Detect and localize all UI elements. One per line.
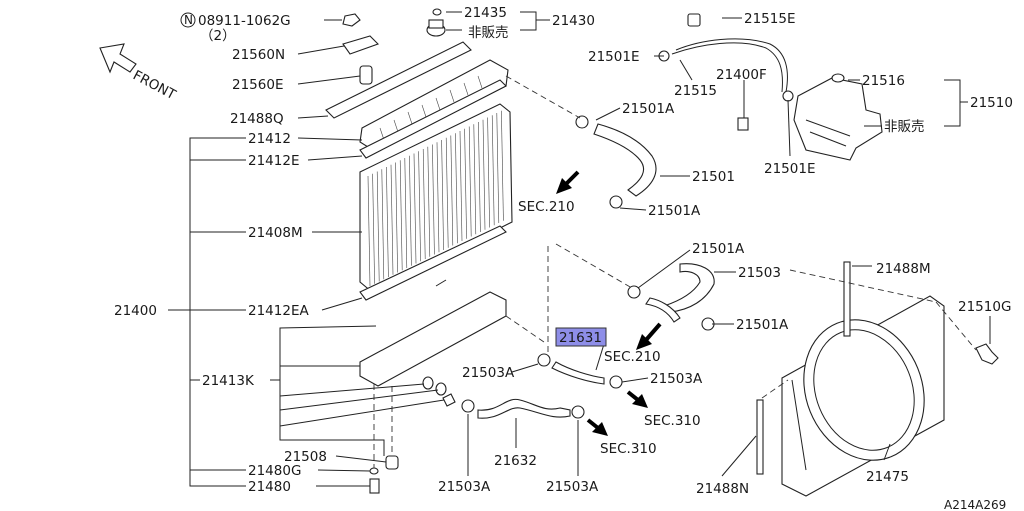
label-08911-qty: （2） [200,28,236,44]
mount-rubber-21508 [385,455,399,470]
label-21413k: 21413K [202,373,255,389]
label-21412ea: 21412EA [248,303,309,319]
reservoir-cap-21516 [831,73,845,83]
label-sec210-a: SEC.210 [518,199,575,215]
label-21501a-c: 21501A [692,241,745,257]
bolt-21510g [975,343,999,365]
seal-strip-21488q [325,41,472,119]
guide-lines [505,75,977,399]
radiator-assembly [325,8,513,494]
label-21508: 21508 [284,449,327,465]
label-21632: 21632 [494,453,537,469]
label-21488n: 21488N [696,481,749,497]
clip-21515e [687,13,701,27]
label-21488q: 21488Q [230,111,284,127]
bolt-21400f [737,117,749,131]
seal-21488n [756,399,764,475]
label-21408m: 21408M [248,225,303,241]
clamp-21503a-3 [461,399,475,413]
section-arrows [556,170,662,436]
label-sec310-a: SEC.310 [644,413,701,429]
label-sec310-b: SEC.310 [600,441,657,457]
label-21515e: 21515E [744,11,795,27]
label-sec210-b: SEC.210 [604,349,661,365]
label-21501a-b: 21501A [648,203,701,219]
label-hihanbai-2: 非販売 [884,119,925,135]
label-21560e: 21560E [232,77,283,93]
clamp-21501a-3 [627,285,641,299]
label-21475: 21475 [866,469,909,485]
clamp-21503a-2 [609,375,623,389]
label-21501a-d: 21501A [736,317,789,333]
bracket-21560n [342,35,380,55]
cap-clip [432,8,442,16]
o-ring [435,382,447,396]
label-21510: 21510 [970,95,1013,111]
reservoir-tank-21510 [737,73,883,161]
gasket-21412ea [359,225,507,301]
clamp-21503a-1 [537,353,551,367]
hose-21631 [537,353,623,389]
highlight-21631 [555,327,607,347]
grommet-21560e [359,65,373,85]
collar-21480g [369,467,379,475]
washer [422,376,434,390]
label-hihanbai-1: 非販売 [468,25,509,41]
label-21400: 21400 [114,303,157,319]
label-21435: 21435 [464,5,507,21]
hose-21632 [461,398,585,419]
label-21560n: 21560N [232,47,285,63]
label-08911-1062g: 08911-1062G [198,13,291,29]
label-21503a-a: 21503A [462,365,515,381]
label-21501e-b: 21501E [764,161,815,177]
label-21510g: 21510G [958,299,1011,315]
upper-hose-21501 [575,115,657,209]
label-21412: 21412 [248,131,291,147]
part-labels: N 08911-1062G （2） 21435 21430 非販売 21560N… [114,5,1013,511]
clamp-21503a-4 [571,405,585,419]
label-21503: 21503 [738,265,781,281]
label-21501a-a: 21501A [622,101,675,117]
fan-shroud-21475 [756,261,999,497]
label-21515: 21515 [674,83,717,99]
clamp-21501e-2 [782,90,794,102]
label-21503a-c: 21503A [438,479,491,495]
n-symbol: N [184,13,193,27]
label-21501: 21501 [692,169,735,185]
label-front: FRONT [130,67,179,103]
n-symbol-icon [180,12,196,28]
label-21480g: 21480G [248,463,301,479]
clamp-21501a-2 [609,195,623,209]
lower-hose-21503 [627,263,715,331]
label-21503a-d: 21503A [546,479,599,495]
gasket-21412e [359,79,507,159]
label-21631: 21631 [559,330,602,346]
radiator-cap-top [428,19,444,29]
bolt-21480 [369,478,380,494]
label-21503a-b: 21503A [650,371,703,387]
overflow-hose-21515 [658,13,794,102]
label-21412e: 21412E [248,153,299,169]
diagram-id: A214A269 [944,498,1006,511]
label-21430: 21430 [552,13,595,29]
label-21480: 21480 [248,479,291,495]
leader-lines [168,11,991,487]
label-21516: 21516 [862,73,905,89]
seal-21488m [843,261,851,337]
drain-plug [442,393,456,407]
nut-08911 [342,13,361,27]
clamp-21501a-1 [575,115,589,129]
label-21501e-a: 21501E [588,49,639,65]
label-21400f: 21400F [716,67,767,83]
label-21488m: 21488M [876,261,931,277]
front-arrow-icon [99,43,137,74]
